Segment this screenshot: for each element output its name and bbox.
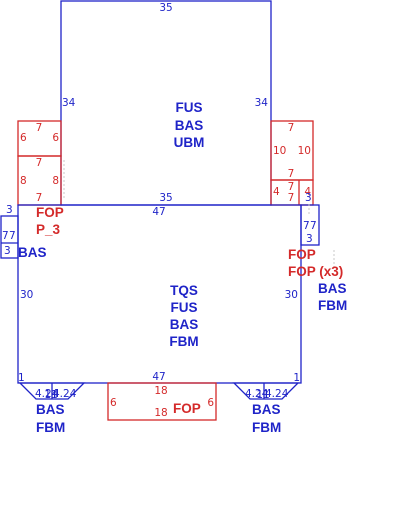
bottom-left-foot (18, 382, 86, 400)
fop-left-label-1: FOP (36, 205, 64, 220)
top-block-label-3: UBM (174, 135, 205, 150)
bl-foot-label-1: BAS (36, 402, 65, 417)
main-block-dim-bottom-right: 1 (293, 372, 300, 384)
left-tab-dim-3: 3 (4, 245, 11, 257)
ul-lower-dim-right: 8 (52, 175, 59, 187)
main-block-label-3: BAS (170, 317, 199, 332)
fop-left-label-2: P_3 (36, 222, 61, 237)
ur-upper-dim-right: 10 (298, 145, 311, 157)
bl-foot-dim-left: 4.24 (35, 388, 59, 400)
top-block-dim-bottom: 35 (159, 192, 172, 204)
main-block-dim-bottom-left: 1 (18, 372, 25, 384)
right-tab-dim-1: 7 (303, 220, 310, 232)
ur-lower-dim-bottom: 7 (288, 192, 295, 204)
right-side-label-1: BAS (318, 281, 347, 296)
main-block-corner-left: 3 (6, 204, 13, 216)
ul-lower-dim-left: 8 (20, 175, 27, 187)
br-foot-label-1: BAS (252, 402, 281, 417)
bc-dim-bottom: 18 (154, 407, 167, 419)
bc-dim-right: 6 (207, 397, 214, 409)
bc-label: FOP (173, 401, 201, 416)
top-block-label-2: BAS (175, 118, 204, 133)
right-tab-dim-3: 3 (306, 233, 313, 245)
left-tab (0, 215, 19, 259)
br-foot-label-2: FBM (252, 420, 281, 435)
fop-right-label-1: FOP (288, 247, 316, 262)
br-foot-dim-right: 4.24 (265, 388, 289, 400)
bottom-center-red-box (107, 382, 217, 421)
main-block-label-2: FUS (171, 300, 198, 315)
right-tab (300, 204, 320, 246)
br-foot-dim-center: 11 (256, 389, 269, 401)
ur-upper-dim-top: 7 (288, 122, 295, 134)
bc-dim-left: 6 (110, 397, 117, 409)
main-block-dim-right: 30 (285, 289, 298, 301)
top-block-dim-top: 35 (159, 2, 172, 14)
ul-upper-dim-top: 7 (36, 122, 43, 134)
left-tab-dim-2: 7 (9, 230, 16, 242)
ur-lower-dim-top: 7 (288, 168, 295, 180)
main-block-dim-bottom: 47 (152, 371, 165, 383)
right-tab-dim-2: 7 (310, 220, 317, 232)
fop-right-label-2: FOP (x3) (288, 264, 343, 279)
main-block-label-4: FBM (169, 334, 198, 349)
ur-lower-dim-mid: 7 (288, 181, 295, 193)
top-block-dim-right: 34 (255, 97, 269, 109)
ul-upper-dim-left: 6 (20, 132, 27, 144)
ul-upper-dim-right: 6 (52, 132, 59, 144)
bottom-right-foot (232, 382, 300, 400)
bl-foot-label-2: FBM (36, 420, 65, 435)
main-block (17, 204, 302, 384)
top-block-label-1: FUS (176, 100, 203, 115)
ur-lower-dim-right: 4 (304, 186, 311, 198)
ul-lower-dim-top: 7 (36, 157, 43, 169)
ul-lower-dim-bottom: 7 (36, 192, 43, 204)
main-block-label-1: TQS (170, 283, 198, 298)
main-block-dim-top: 47 (152, 206, 165, 218)
ur-lower-dim-left: 4 (273, 186, 280, 198)
br-foot-dim-left: 4.24 (245, 388, 269, 400)
main-block-dim-left: 30 (20, 289, 33, 301)
ur-upper-dim-left: 10 (273, 145, 286, 157)
right-side-label-2: FBM (318, 298, 347, 313)
bc-dim-top: 18 (154, 385, 167, 397)
left-tab-label: BAS (18, 245, 47, 260)
bl-foot-dim-center: 11 (44, 389, 57, 401)
top-block (60, 0, 272, 206)
top-block-dim-left: 34 (62, 97, 76, 109)
left-tab-dim-1: 7 (2, 230, 9, 242)
main-block-corner-right: 3 (305, 192, 312, 204)
bl-foot-dim-right: 4.24 (53, 388, 77, 400)
